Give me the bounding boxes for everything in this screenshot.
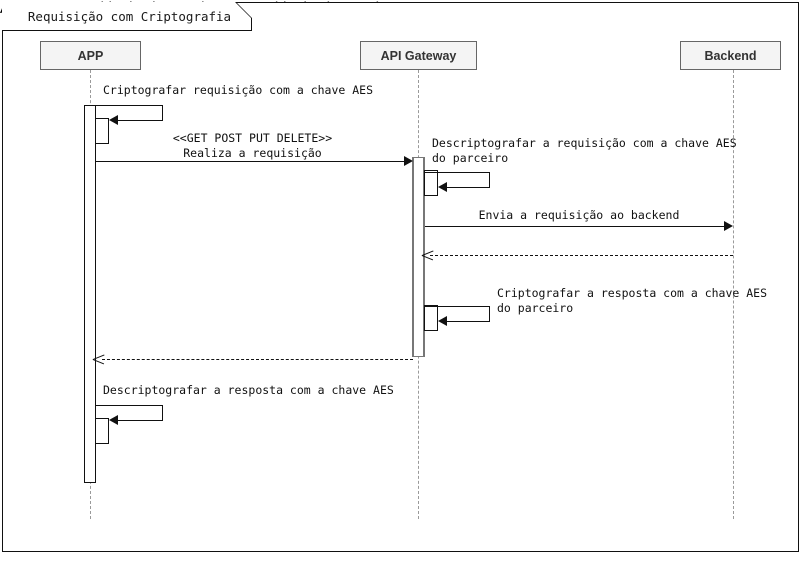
participant-app-label: APP bbox=[77, 48, 104, 63]
message-1-line-bottom bbox=[118, 120, 163, 121]
message-6-label-line1: Criptografar a resposta com a chave AES bbox=[497, 286, 768, 300]
participant-app[interactable]: APP bbox=[40, 41, 141, 70]
message-6-line-top bbox=[425, 306, 490, 307]
message-5-arrowhead bbox=[422, 250, 433, 261]
message-1-arrowhead bbox=[109, 115, 118, 125]
message-4-line bbox=[425, 226, 725, 227]
activation-app-nested-2 bbox=[95, 418, 109, 444]
message-4-arrowhead bbox=[724, 221, 733, 231]
participant-backend-label: Backend bbox=[704, 48, 757, 63]
activation-app-nested-1 bbox=[95, 118, 109, 144]
message-2-line bbox=[96, 161, 408, 162]
message-6-label-line2: do parceiro bbox=[497, 301, 574, 315]
message-5-line bbox=[430, 255, 733, 256]
frame-title-text: Requisição com Criptografia bbox=[27, 8, 232, 24]
message-3-line-top bbox=[425, 172, 490, 173]
message-7-arrowhead bbox=[93, 354, 104, 365]
message-6-arrowhead bbox=[438, 316, 447, 326]
message-4-label: Envia a requisição ao backend bbox=[478, 208, 680, 222]
message-3-arrowhead bbox=[438, 182, 447, 192]
activation-app-main bbox=[84, 105, 96, 483]
diagram-frame bbox=[2, 2, 799, 552]
message-8-line-top bbox=[96, 405, 163, 406]
message-2-label-line2: Realiza a requisição bbox=[183, 146, 322, 160]
message-1-line-top bbox=[96, 105, 163, 106]
message-8-line-bottom bbox=[118, 420, 163, 421]
message-6-line-bottom bbox=[447, 321, 490, 322]
message-2-arrowhead bbox=[404, 156, 413, 166]
message-2-label-line1: <<GET POST PUT DELETE>> bbox=[172, 131, 333, 145]
message-1-label: Criptografar requisição com a chave AES bbox=[103, 83, 374, 97]
message-8-line-right bbox=[162, 405, 163, 420]
message-3-label-line2: do parceiro bbox=[432, 151, 509, 165]
message-3-line-bottom bbox=[447, 187, 490, 188]
activation-api-nested-2 bbox=[424, 305, 438, 331]
message-8-label: Descriptografar a resposta com a chave A… bbox=[103, 383, 394, 397]
participant-backend[interactable]: Backend bbox=[680, 41, 781, 70]
activation-api-nested-1 bbox=[424, 170, 438, 196]
message-3-label-line1: Descriptografar a requisição com a chave… bbox=[432, 136, 737, 150]
participant-api-gateway-label: API Gateway bbox=[380, 48, 457, 63]
message-6-line-right bbox=[489, 306, 490, 321]
message-8-arrowhead bbox=[109, 415, 118, 425]
message-7-line bbox=[102, 359, 413, 360]
frame-title-tab: Requisição com Criptografia bbox=[2, 2, 251, 30]
lifeline-backend bbox=[733, 70, 734, 519]
message-1-line-right bbox=[162, 105, 163, 120]
participant-api-gateway[interactable]: API Gateway bbox=[360, 41, 477, 70]
message-3-line-right bbox=[489, 172, 490, 187]
